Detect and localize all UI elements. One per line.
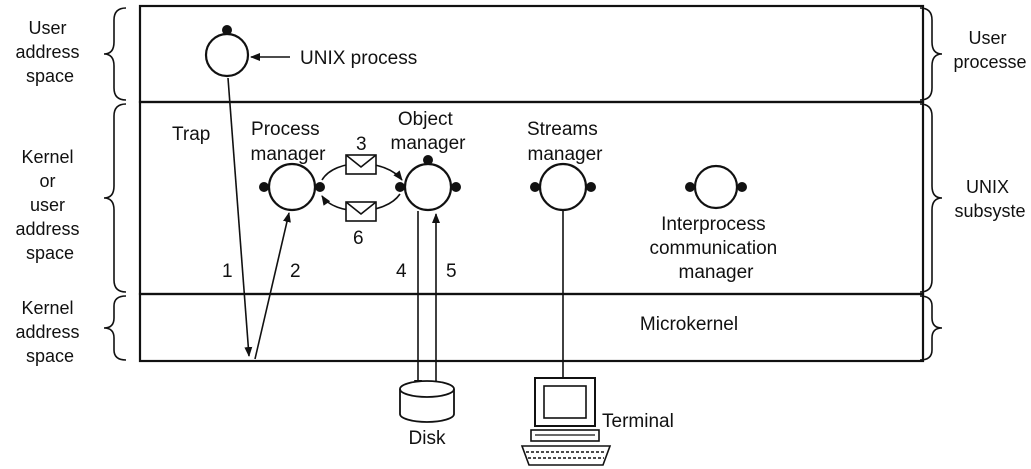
label-kernel-address-space: Kernel address space	[15, 298, 84, 366]
label-user-address-space: User address space	[15, 18, 84, 86]
step-2-label: 2	[290, 261, 301, 282]
left-brace-user	[103, 7, 127, 101]
terminal-icon	[520, 377, 612, 466]
right-brace-kernel-or-user	[919, 103, 943, 293]
left-brace-kernel-or-user	[103, 103, 127, 293]
step-3-label: 3	[356, 134, 367, 155]
object-manager-node	[395, 155, 461, 212]
label-user-processes: User processe	[953, 28, 1026, 72]
step-1-arrow	[227, 77, 253, 357]
label-kernel-or-user-address-space: Kernel or user address space	[15, 147, 84, 263]
process-manager-label: Process manager	[251, 119, 327, 165]
ipc-manager-node	[685, 164, 747, 210]
ipc-manager-label: Interprocess communication manager	[649, 214, 782, 283]
terminal-label: Terminal	[602, 411, 674, 432]
step-5-label: 5	[446, 261, 457, 282]
step-2-arrow	[254, 212, 291, 360]
streams-manager-label: Streams manager	[527, 119, 603, 165]
message-envelope-3-icon	[345, 154, 377, 175]
disk-icon	[399, 380, 455, 423]
microkernel-label: Microkernel	[640, 314, 738, 335]
kernel-space-box	[138, 292, 925, 363]
trap-label: Trap	[172, 124, 210, 145]
object-manager-label: Object manager	[391, 109, 467, 154]
left-brace-kernel	[103, 295, 127, 361]
message-envelope-6-icon	[345, 201, 377, 222]
user-space-box	[138, 4, 925, 104]
right-brace-kernel	[919, 295, 943, 361]
step-4-label: 4	[396, 261, 407, 282]
label-unix-subsystem: UNIX subsyste	[954, 177, 1025, 221]
right-brace-user	[919, 7, 943, 101]
process-manager-node	[259, 162, 325, 212]
step-1-label: 1	[222, 261, 233, 282]
unix-process-node	[204, 25, 250, 78]
step-6-label: 6	[353, 228, 364, 249]
disk-label: Disk	[409, 428, 446, 449]
streams-manager-node	[530, 162, 596, 212]
unix-process-label: UNIX process	[300, 48, 417, 69]
